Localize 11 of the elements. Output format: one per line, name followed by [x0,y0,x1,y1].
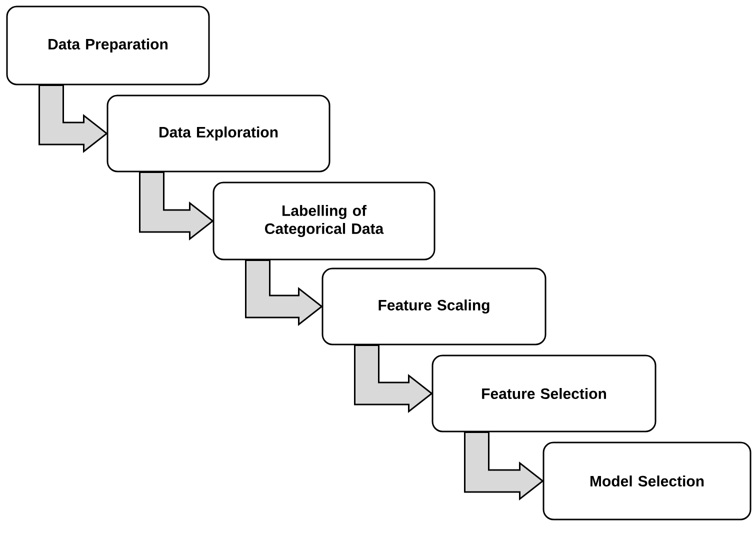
arrow [38,84,108,154]
process-box: Feature Selection [432,354,656,432]
arrow [139,172,214,241]
arrow [354,344,433,414]
process-box: Feature Scaling [322,268,546,346]
process-box: Data Preparation [6,6,210,86]
process-box: Data Exploration [106,94,330,172]
arrow [245,260,323,326]
arrow [464,432,544,501]
process-box: Model Selection [542,442,752,520]
process-box: Labelling of Categorical Data [212,182,436,260]
